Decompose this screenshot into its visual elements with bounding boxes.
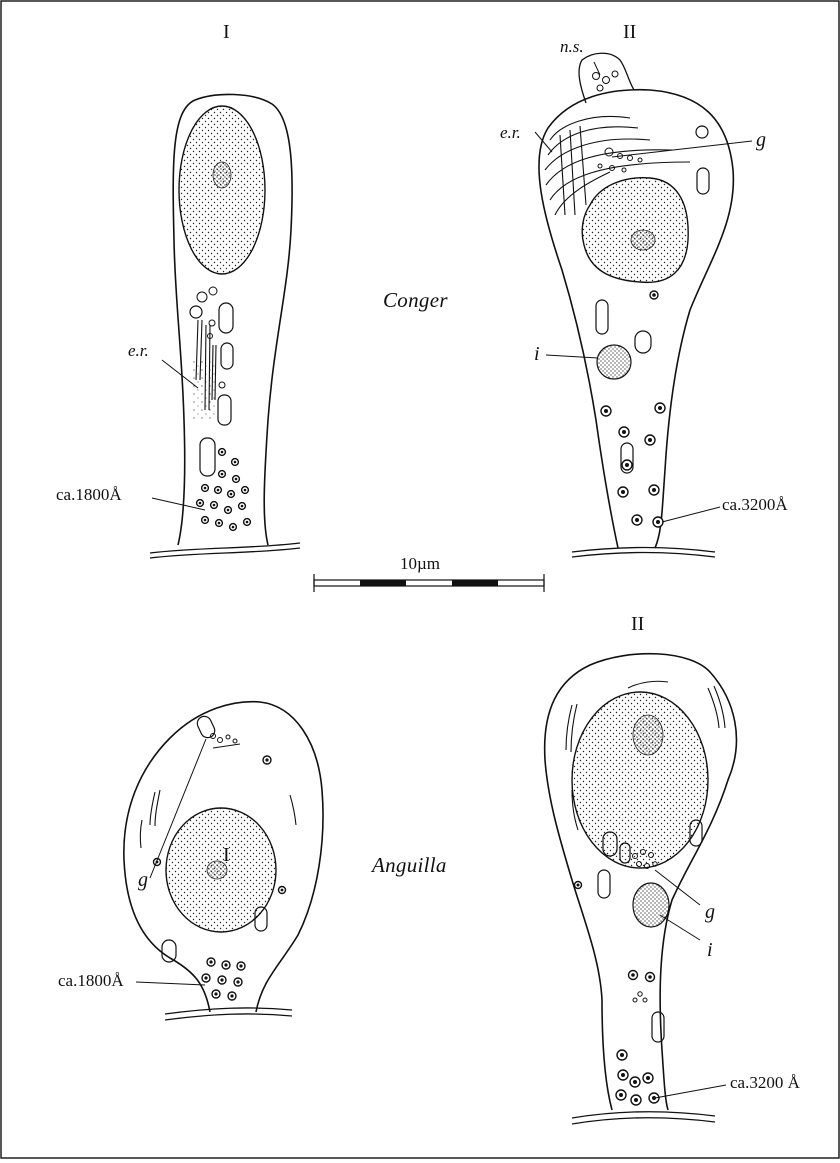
label-g-anguilla-II: g [705, 902, 715, 922]
label-er-conger-II: e.r. [500, 124, 521, 141]
panel-numeral-conger-I: I [223, 22, 230, 42]
basement-membrane [165, 1008, 292, 1014]
species-label-anguilla: Anguilla [372, 855, 447, 876]
label-er-conger-I: e.r. [128, 342, 149, 359]
label-ns-conger-II: n.s. [560, 38, 584, 55]
inclusion-body [633, 883, 669, 927]
secretory-granules [197, 449, 251, 531]
nucleus [582, 178, 688, 283]
species-label-conger: Conger [383, 290, 448, 311]
nucleus [179, 106, 265, 274]
scale-bar [314, 574, 544, 592]
golgi-vesicles [211, 734, 241, 749]
label-granule-size-anguilla-I: ca.1800Å [58, 972, 124, 989]
conger-cell-II [535, 53, 752, 557]
label-g-conger-II: g [756, 130, 766, 150]
scale-bar-label: 10µm [400, 555, 440, 572]
inclusion-body [597, 345, 631, 379]
label-i-anguilla-II: i [707, 940, 713, 960]
label-granule-size-conger-II: ca.3200Å [722, 496, 788, 513]
nucleolus [213, 162, 231, 188]
nucleolus [631, 230, 655, 250]
secretory-granules [601, 291, 665, 527]
nucleolus [633, 715, 663, 755]
anguilla-cell-II [545, 654, 737, 1124]
panel-numeral-anguilla-II: II [631, 614, 644, 634]
basement-membrane [572, 1112, 715, 1118]
label-granule-size-conger-I: ca.1800Å [56, 486, 122, 503]
panel-numeral-conger-II: II [623, 22, 636, 42]
label-granule-size-anguilla-II: ca.3200 Å [730, 1074, 800, 1091]
label-i-conger-II: i [534, 344, 540, 364]
basement-membrane [150, 543, 300, 553]
conger-cell-I [150, 94, 300, 558]
basement-membrane [572, 548, 715, 553]
label-g-anguilla-I: g [138, 870, 148, 890]
cell-outline [539, 90, 733, 548]
panel-numeral-anguilla-I: I [223, 845, 230, 865]
